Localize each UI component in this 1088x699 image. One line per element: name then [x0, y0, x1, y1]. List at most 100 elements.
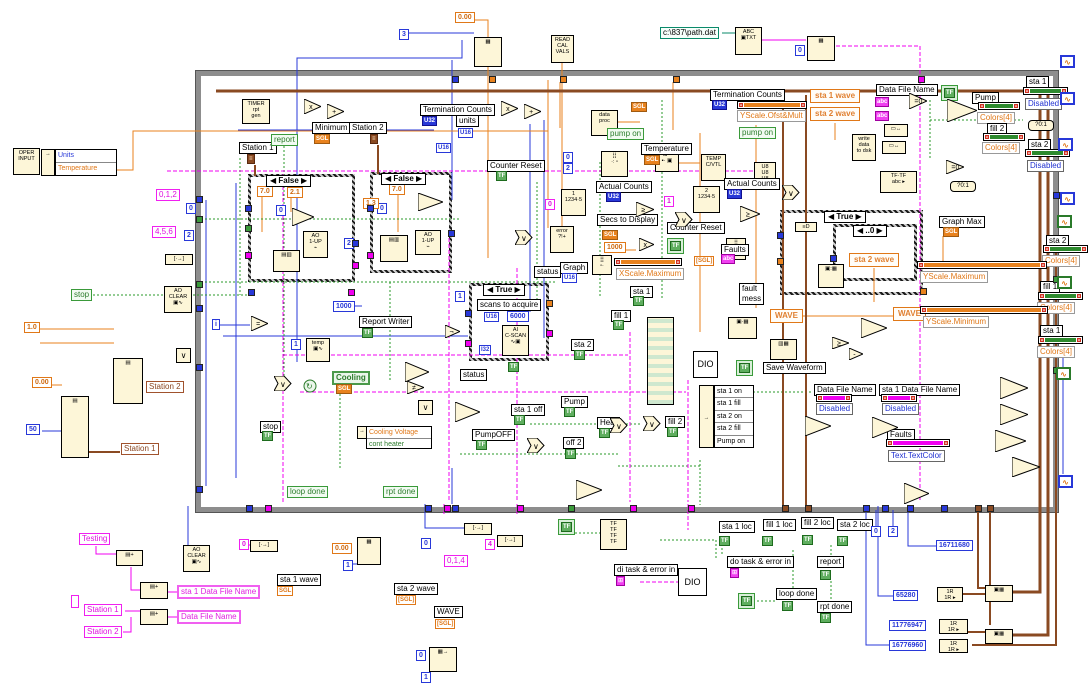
tunnel-M[interactable] — [444, 505, 451, 512]
tunnel-B[interactable] — [452, 505, 459, 512]
function-select[interactable] — [994, 429, 1028, 457]
terminal-abc-pink[interactable]: abc — [721, 254, 736, 264]
terminal-tf-tf[interactable]: TF — [719, 536, 731, 546]
function-select[interactable] — [1011, 456, 1042, 482]
function-item[interactable]: ≥ — [739, 205, 762, 227]
terminal-tf-tfl[interactable]: TF — [944, 88, 956, 98]
node-item[interactable]: ▤+ — [140, 609, 168, 625]
terminal-tf-tfl[interactable]: TF — [670, 241, 682, 251]
graph-terminal-icon[interactable]: ∿ — [1060, 192, 1075, 205]
node-oper[interactable]: OPER INPUT — [13, 148, 40, 175]
terminal-u32-bfill[interactable]: U32 — [606, 192, 622, 202]
constant-0-00[interactable]: 0.00 — [332, 543, 352, 554]
node-item[interactable]: ▣:▦ — [818, 264, 844, 288]
terminal-tf-tf[interactable]: TF — [514, 415, 526, 425]
function-item[interactable]: + — [523, 103, 543, 124]
tunnel-B[interactable] — [452, 76, 459, 83]
graph-terminal-icon[interactable]: ∿ — [1056, 367, 1071, 380]
node-item[interactable]: ▦ — [807, 36, 835, 61]
constant-1000[interactable]: 1000 — [333, 301, 355, 312]
tunnel-M[interactable] — [918, 76, 925, 83]
node-item[interactable]: ▥▦ — [770, 339, 797, 360]
node-ao[interactable]: AO CLEAR ▣∿ — [183, 545, 210, 572]
terminal-tf-tf[interactable]: TF — [782, 601, 794, 611]
node-1r[interactable]: 1R 1R ▸ — [939, 639, 968, 653]
function-select[interactable] — [454, 401, 482, 427]
terminal-u32-bfill[interactable]: U32 — [712, 100, 728, 110]
tunnel-Br[interactable] — [782, 505, 789, 512]
terminal-u16-bline[interactable]: U16 — [484, 312, 500, 322]
terminal-tf-tf[interactable]: TF — [574, 350, 586, 360]
tunnel-B[interactable] — [830, 255, 837, 262]
constant-1[interactable]: 1 — [291, 339, 301, 350]
graph-terminal-icon[interactable]: ∿ — [1060, 55, 1075, 68]
function-select[interactable] — [999, 403, 1030, 430]
tunnel-B[interactable] — [248, 289, 255, 296]
node-item[interactable]: ▤ — [61, 396, 89, 458]
node-item[interactable]: ⣿ ·: ▫ — [601, 151, 628, 177]
terminal-tf-tf[interactable]: TF — [802, 535, 814, 545]
terminal-sgl-ofill[interactable]: SGL — [631, 102, 648, 112]
constant-0[interactable]: 0 — [276, 205, 286, 216]
constant-4[interactable]: 4 — [485, 539, 495, 550]
or-gate[interactable]: ∨ — [781, 184, 800, 205]
terminal-tf-tf[interactable]: TF — [667, 427, 679, 437]
constant-2[interactable]: 2 — [563, 163, 573, 174]
tunnel-B[interactable] — [863, 505, 870, 512]
tunnel-M[interactable] — [352, 262, 359, 269]
node-1[interactable]: 1 1234·5 — [561, 189, 586, 216]
graph-terminal-icon[interactable]: ∿ — [1057, 276, 1072, 289]
node-item[interactable]: [·→] — [250, 540, 278, 552]
constant-0[interactable]: 0 — [421, 538, 431, 549]
terminal-item-brown[interactable]: ≡ — [247, 154, 255, 164]
graph-terminal-icon[interactable]: ∿ — [1058, 138, 1073, 151]
node-item[interactable]: ⣿ ▫· — [592, 255, 612, 275]
terminal-tf-tf[interactable]: TF — [820, 613, 832, 623]
node-item[interactable]: ▤+ — [140, 582, 168, 599]
node-1r[interactable]: 1R 1R ▸ — [939, 619, 968, 634]
terminal-tf-tf[interactable]: TF — [564, 407, 576, 417]
terminal-tf-tfl[interactable]: TF — [741, 596, 753, 606]
node-d[interactable]: ≡D — [795, 222, 817, 232]
tunnel-B[interactable] — [907, 505, 914, 512]
constant-50[interactable]: 50 — [26, 424, 40, 435]
terminal-sgl-ofill[interactable]: SGL — [943, 227, 960, 237]
unbundle-arrow[interactable]: → — [699, 385, 714, 448]
terminal-u16-bline[interactable]: U16 — [562, 273, 578, 283]
constant-11776947[interactable]: 11776947 — [889, 620, 926, 631]
constant-0[interactable]: 0 — [416, 650, 426, 661]
function-select[interactable] — [417, 192, 445, 216]
tunnel-B[interactable] — [352, 240, 359, 247]
terminal-u16-bline[interactable]: U16 — [458, 128, 474, 138]
terminal-sgl-ofill[interactable]: SGL — [602, 230, 619, 240]
select-0-1-node[interactable]: ?0:1 — [950, 181, 976, 192]
select-0-1-node[interactable]: ?0:1 — [1028, 120, 1054, 131]
tunnel-B[interactable] — [196, 305, 203, 312]
function-select[interactable] — [999, 376, 1030, 404]
constant-0[interactable]: 0 — [871, 526, 881, 537]
function-select[interactable] — [946, 98, 979, 127]
terminal-abc-pink[interactable]: abc — [875, 111, 890, 121]
constant-2[interactable]: 2 — [888, 526, 898, 537]
or-gate[interactable]: ∨ — [526, 437, 545, 458]
case-scan-selector[interactable]: ◀ True ▶ — [483, 284, 525, 296]
function-x[interactable]: x — [500, 100, 520, 121]
node-ao[interactable]: AO 1-UP ⌁ — [415, 230, 441, 255]
tunnel-G[interactable] — [196, 281, 203, 288]
function-item[interactable]: ≠ — [406, 380, 426, 399]
tunnel-B[interactable] — [196, 196, 203, 203]
constant-0[interactable]: 0 — [239, 539, 249, 550]
node-item[interactable]: [·→] — [497, 535, 523, 547]
tunnel-M[interactable] — [517, 505, 524, 512]
tunnel-B[interactable] — [196, 364, 203, 371]
or-gate[interactable]: ∨ — [609, 417, 628, 438]
node-temp[interactable]: temp ▣∿ — [306, 338, 330, 362]
constant-7-0[interactable]: 7.0 — [257, 186, 273, 197]
constant-2-1[interactable]: 2.1 — [287, 187, 303, 198]
